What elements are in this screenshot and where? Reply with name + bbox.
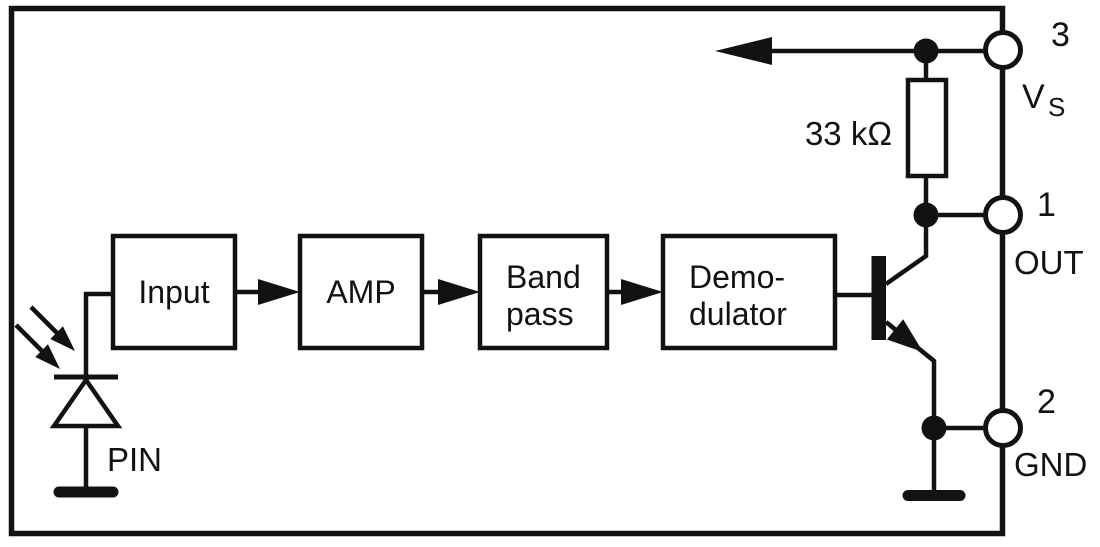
block-amp-label: AMP	[326, 274, 395, 310]
pin1-number-label: 1	[1037, 186, 1056, 224]
pin1-name-label: OUT	[1014, 244, 1084, 281]
pin-terminal-1	[983, 195, 1023, 235]
photodiode-triangle	[49, 376, 123, 429]
block-bandpass-label-line2: pass	[506, 296, 574, 332]
arrow-head-icon	[621, 279, 663, 305]
junction-dot-out	[913, 202, 939, 228]
light-arrow-head-icon	[35, 344, 60, 369]
junction-dot-gnd	[921, 415, 947, 441]
block-demodulator-label-line2: dulator	[689, 296, 787, 332]
pin3-name-subscript: S	[1048, 92, 1065, 122]
pin-terminal-2	[983, 408, 1023, 448]
junction-dot-supply	[913, 38, 939, 64]
incident-light-arrows-icon	[14, 305, 75, 369]
transistor-collector-wire	[884, 215, 929, 286]
block-input-label: Input	[138, 274, 209, 310]
supply-arrow-head-icon	[715, 37, 772, 65]
pin3-number-label: 3	[1051, 16, 1070, 54]
photodiode-label: PIN	[107, 441, 162, 478]
block-demodulator	[660, 233, 838, 351]
pin3-name-label: V	[1022, 78, 1045, 116]
wire-photodiode-to-input	[83, 291, 113, 377]
block-bandpass-label-line1: Band	[506, 259, 581, 295]
pin2-number-label: 2	[1037, 383, 1056, 421]
resistor-value-label: 33 kΩ	[805, 115, 892, 152]
arrow-head-icon	[438, 279, 480, 305]
transistor-base-bar	[871, 256, 886, 340]
light-arrow-shaft	[14, 323, 46, 355]
transistor-emitter-arrowhead-icon	[886, 319, 923, 352]
light-arrow-head-icon	[50, 326, 75, 351]
block-demodulator-label-line1: Demo-	[689, 259, 785, 295]
signal-arrows	[235, 279, 663, 305]
arrow-head-icon	[258, 279, 300, 305]
transistor-symbol	[871, 256, 923, 352]
pin-terminal-3	[983, 30, 1023, 70]
resistor-symbol	[905, 77, 949, 179]
light-arrow-shaft	[29, 305, 61, 337]
pin-terminals	[983, 30, 1023, 448]
pin2-name-label: GND	[1014, 446, 1087, 483]
photodiode-symbol	[14, 305, 123, 429]
